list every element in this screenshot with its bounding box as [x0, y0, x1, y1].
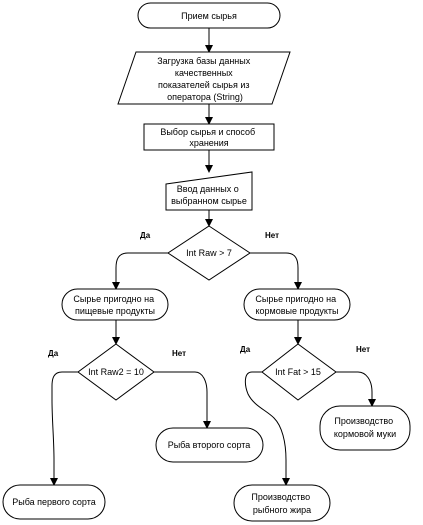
edge-fat-yes: [244, 371, 290, 486]
node-feed-text: Сырье пригодно на кормовые продукты: [255, 294, 338, 316]
node-second-grade-text: Рыба второго сорта: [168, 440, 251, 450]
label-raw-no: Нет: [265, 231, 279, 240]
node-decision-raw2-text: Int Raw2 = 10: [88, 367, 144, 377]
node-first-grade: Рыба первого сорта: [2, 484, 106, 520]
node-decision-fat: Int Fat > 15: [261, 343, 337, 401]
edge-raw-no: [250, 252, 302, 290]
node-fish-oil: Производство рыбного жира: [233, 484, 331, 522]
edge-raw-yes: [112, 252, 168, 290]
label-raw2-yes: Да: [48, 349, 59, 358]
node-decision-raw2: Int Raw2 = 10: [77, 343, 155, 401]
node-select-text: Выбор сырья и способ хранения: [160, 127, 257, 148]
node-load-text: Загрузка базы данных качественных показа…: [157, 56, 253, 102]
node-feed: Сырье пригодно на кормовые продукты: [243, 288, 351, 321]
node-feed-flour-text: Производство кормовой муки: [334, 416, 396, 439]
node-decision-raw-text: Int Raw > 7: [186, 248, 232, 258]
edge-raw2-no: [154, 371, 211, 429]
node-food: Сырье пригодно на пищевые продукты: [61, 288, 169, 321]
edge-raw2-yes: [50, 371, 78, 486]
label-raw-yes: Да: [140, 231, 151, 240]
node-feed-flour: Производство кормовой муки: [319, 405, 411, 451]
node-input-text: Ввод данных о выбранном сырье: [171, 184, 247, 206]
node-first-grade-text: Рыба первого сорта: [12, 497, 96, 507]
edges: [50, 28, 376, 486]
node-load: Загрузка базы данных качественных показа…: [117, 51, 291, 105]
node-food-text: Сырье пригодно на пищевые продукты: [73, 294, 156, 316]
node-second-grade: Рыба второго сорта: [155, 427, 264, 463]
node-start-text: Прием сырья: [181, 11, 237, 21]
label-fat-yes: Да: [240, 345, 251, 354]
node-decision-raw: Int Raw > 7: [167, 225, 251, 281]
node-decision-fat-text: Int Fat > 15: [275, 367, 321, 377]
label-raw2-no: Нет: [172, 349, 186, 358]
node-fish-oil-text: Производство рыбного жира: [251, 492, 312, 515]
node-select: Выбор сырья и способ хранения: [143, 123, 275, 151]
edge-fat-no: [336, 371, 376, 407]
label-fat-no: Нет: [356, 345, 370, 354]
node-start: Прием сырья: [137, 2, 281, 29]
node-input: Ввод данных о выбранном сырье: [165, 171, 253, 211]
